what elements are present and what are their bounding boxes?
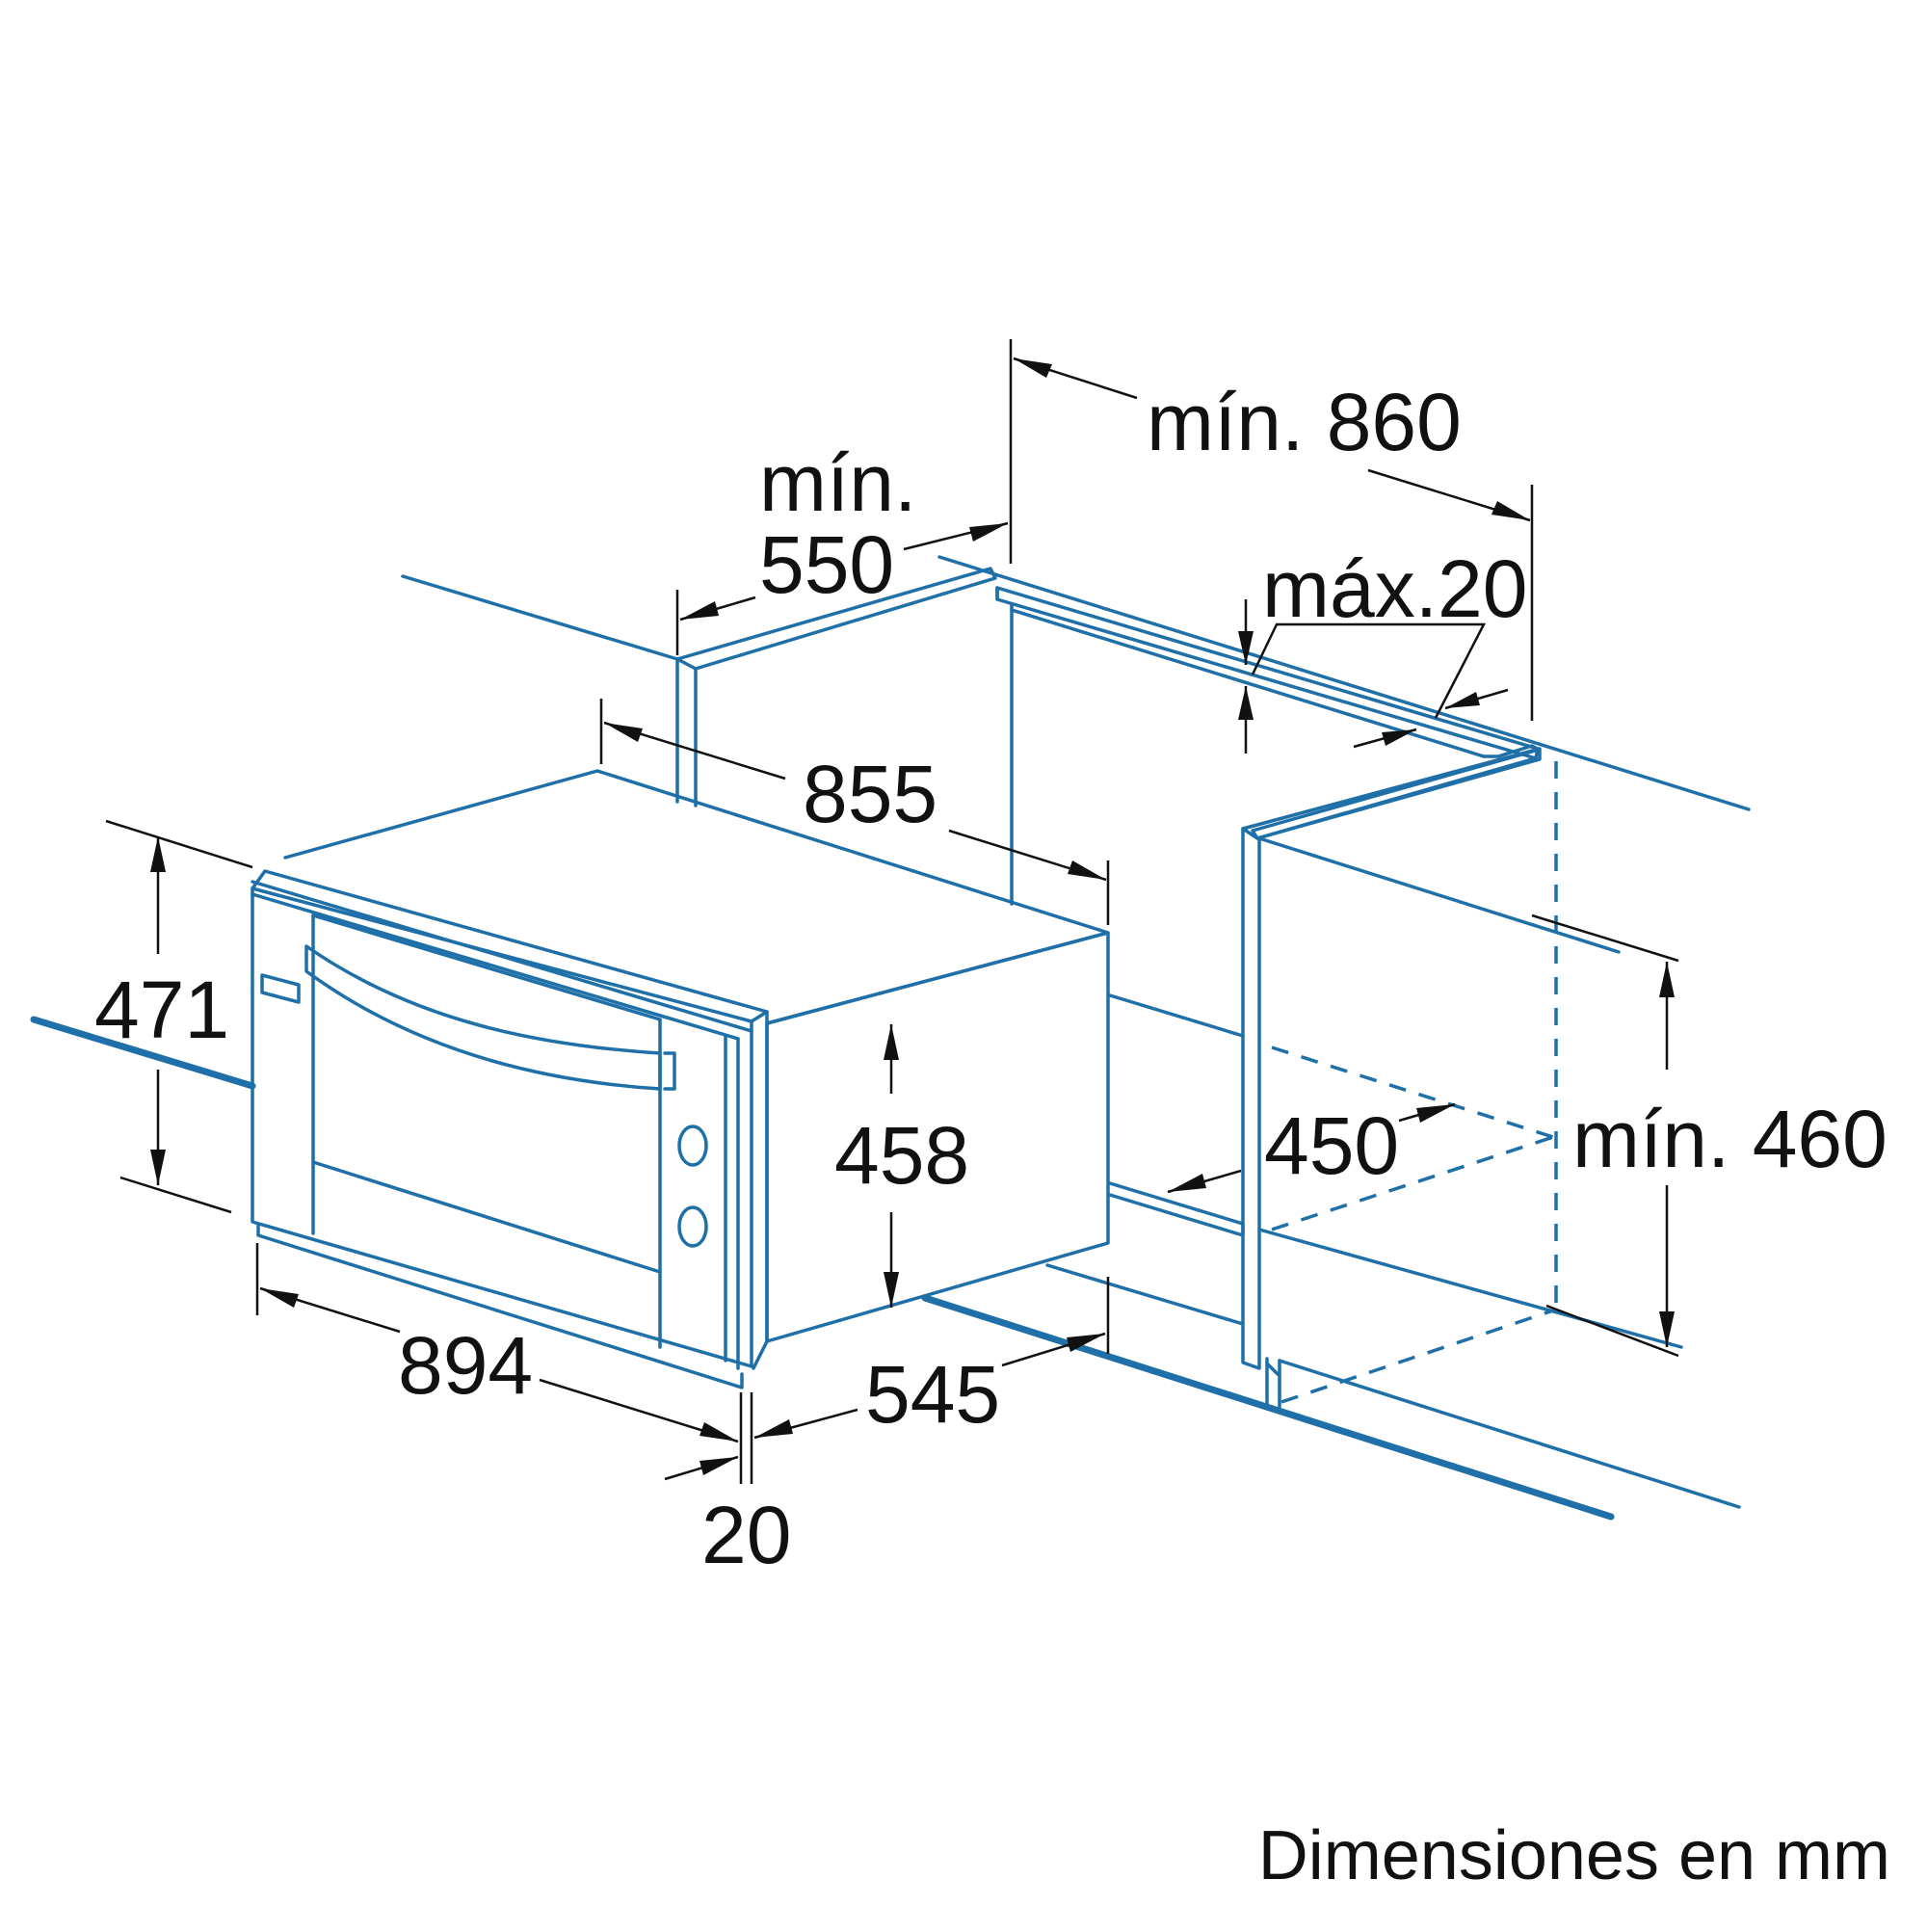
appliance — [251, 769, 1110, 1389]
front-frame-outline — [251, 887, 753, 1368]
arrow-head — [1014, 358, 1052, 378]
arrow-head — [754, 1419, 793, 1438]
control-knob-upper — [677, 1125, 708, 1167]
niche-upper-link — [1108, 993, 1245, 1038]
door-glass-bottom — [311, 1160, 662, 1274]
arrow-head — [604, 723, 643, 742]
side-panel-top — [1241, 747, 1542, 840]
leader-line — [1251, 622, 1487, 719]
front-frame-top — [251, 869, 769, 1023]
arrow-head — [969, 523, 1008, 542]
display-panel — [260, 973, 301, 1004]
arrow-head — [1445, 692, 1480, 708]
appliance-body-height-label: 458 — [834, 1110, 969, 1201]
appliance-width-label: 855 — [803, 749, 937, 839]
dim-cabinet-depth: mín. 550 — [675, 437, 1009, 655]
arrow-head — [700, 1457, 738, 1475]
arrow-head — [1382, 729, 1416, 746]
control-knob-lower — [677, 1205, 708, 1248]
floor-line-right — [921, 1294, 1615, 1521]
side-panel-top-inner — [1257, 836, 1621, 954]
arrow-head — [1238, 631, 1254, 665]
cabinet-width-label: mín. 860 — [1147, 377, 1462, 467]
dim-niche-height: mín. 460 — [1531, 913, 1887, 1358]
arrow-head — [1168, 1174, 1206, 1192]
cabinet-top-rail — [675, 567, 997, 671]
arrow-head — [1238, 686, 1254, 720]
arrow-head — [260, 1288, 299, 1308]
niche-bottom-dashed — [1280, 1309, 1554, 1404]
arrow-head — [1068, 860, 1106, 880]
side-panel-front-edge — [1241, 827, 1261, 1370]
dim-appliance-front-width: 894 — [255, 1243, 743, 1484]
cabinet-rear-edge — [401, 574, 679, 661]
side-panel-base — [1265, 1357, 1281, 1411]
dim-appliance-total-height: 471 — [94, 819, 253, 1214]
floor-line-left — [30, 1016, 256, 1090]
front-frame-right-edge — [752, 1010, 769, 1370]
dim-appliance-depth: 545 — [750, 1277, 1110, 1484]
door-handle — [304, 944, 662, 1091]
cabinet-depth-label-line1: mín. — [759, 437, 916, 528]
front-panel-thickness-label: 20 — [701, 1490, 791, 1580]
arrow-head — [1659, 1311, 1675, 1347]
front-frame-top-lines — [251, 880, 753, 1041]
base-right-line — [1278, 1359, 1741, 1509]
worktop-back-edge — [937, 555, 1751, 811]
arrow-head — [1067, 1334, 1105, 1352]
max-gap-label: máx.20 — [1262, 543, 1527, 634]
units-caption: Dimensiones en mm — [1258, 1817, 1890, 1894]
arrow-head — [700, 1422, 738, 1442]
appliance-depth-label: 545 — [865, 1349, 1000, 1440]
niche-depth-label: 450 — [1264, 1100, 1399, 1191]
dim-ext-line — [1531, 913, 1679, 963]
arrow-head — [1491, 501, 1530, 520]
arrow-head — [150, 1150, 166, 1185]
arrow-head — [1659, 962, 1675, 997]
dim-front-panel-thickness: 20 — [664, 1455, 791, 1580]
handle-grip — [663, 1051, 676, 1091]
niche-lower-link — [1108, 1181, 1245, 1237]
side-panel-bottom-line — [1257, 1228, 1683, 1349]
dim-ext-line — [105, 819, 253, 869]
arrow-head — [884, 1272, 899, 1308]
niche-height-label: mín. 460 — [1572, 1094, 1887, 1184]
appliance-top-face — [283, 769, 1110, 1025]
cabinet-depth-label-line2: 550 — [759, 519, 894, 610]
appliance-front-width-label: 894 — [398, 1320, 533, 1411]
niche-floor-line — [1045, 1263, 1245, 1326]
dim-appliance-width: 855 — [599, 699, 1110, 925]
cabinet-left-post — [675, 657, 698, 807]
dim-cabinet-width: mín. 860 — [1009, 339, 1534, 721]
arrow-head — [884, 1024, 899, 1060]
dim-niche-depth: 450 — [1167, 1100, 1456, 1194]
dim-ext-line — [119, 1176, 232, 1214]
front-frame-bottom — [256, 1224, 744, 1389]
dim-appliance-body-height: 458 — [834, 1024, 969, 1308]
door-top-line — [311, 913, 662, 1021]
front-frame-right-lines — [724, 1034, 740, 1370]
dim-max-gap: máx.20 — [1238, 543, 1527, 754]
cabinet-outline — [401, 555, 1751, 1509]
niche-mid-dashed — [1271, 1135, 1554, 1231]
dim-ext-line — [1545, 1304, 1679, 1358]
side-panel-foot — [1266, 1363, 1280, 1376]
arrow-head — [150, 836, 166, 872]
appliance-total-height-label: 471 — [94, 965, 229, 1055]
arrow-head — [1416, 1104, 1455, 1123]
arrow-head — [680, 601, 719, 620]
